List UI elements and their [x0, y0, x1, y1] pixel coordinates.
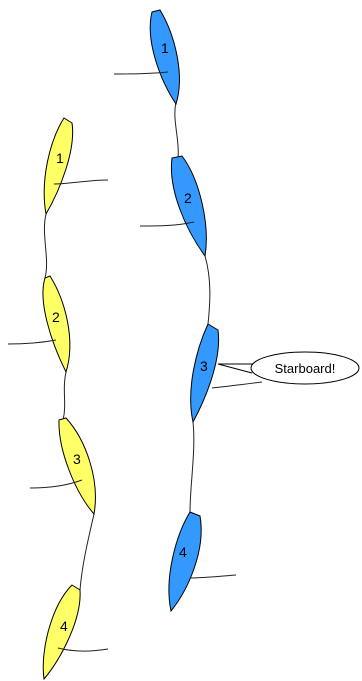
blue-boat-1-number: 1: [161, 40, 169, 56]
yellow-boat-2-number: 2: [52, 309, 60, 325]
blue-boat-3-number: 3: [200, 358, 208, 374]
callout-bubble: [250, 351, 360, 385]
blue-boat-4-number: 4: [179, 544, 187, 560]
yellow-boat-3-number: 3: [73, 451, 81, 467]
yellow-track: [43, 213, 95, 591]
yellow-boat-4-sail: [57, 647, 109, 652]
blue-boat-1-hull: [149, 9, 180, 106]
blue-boat-4-hull: [168, 511, 202, 613]
blue-boat-2: 2: [139, 155, 207, 258]
blue-track: [174, 101, 211, 513]
blue-boat-3: 3: [190, 323, 263, 424]
yellow-boat-3: 3: [29, 417, 96, 516]
yellow-boat-2-sail: [7, 339, 57, 345]
blue-boat-1-sail: [113, 71, 169, 75]
blue-boat-2-hull: [170, 155, 207, 258]
yellow-boat-1-hull: [43, 117, 74, 216]
blue-boat-3-hull: [190, 323, 220, 424]
yellow-boat-3-sail: [29, 479, 83, 489]
blue-boat-2-sail: [139, 221, 195, 227]
yellow-boat-4-number: 4: [60, 618, 68, 634]
yellow-boat-3-hull: [58, 417, 96, 516]
starboard-callout: Starboard!: [217, 351, 360, 385]
blue-boat-3-sail: [211, 381, 263, 389]
callout-text: Starboard!: [275, 361, 336, 376]
yellow-boat-2: 2: [7, 275, 71, 374]
yellow-boat-1-sail: [53, 179, 109, 185]
blue-boat-2-number: 2: [184, 190, 192, 206]
yellow-boat-1: 1: [43, 117, 109, 216]
yellow-boat-2-hull: [42, 275, 71, 374]
yellow-boat-4-hull: [42, 584, 81, 681]
yellow-boat-4: 4: [42, 584, 109, 681]
blue-boat-4-sail: [189, 574, 237, 579]
yellow-boat-1-number: 1: [56, 150, 64, 166]
blue-boat-1: 1: [113, 9, 180, 106]
blue-boat-4: 4: [168, 511, 237, 613]
callout-pointer: [217, 363, 254, 374]
